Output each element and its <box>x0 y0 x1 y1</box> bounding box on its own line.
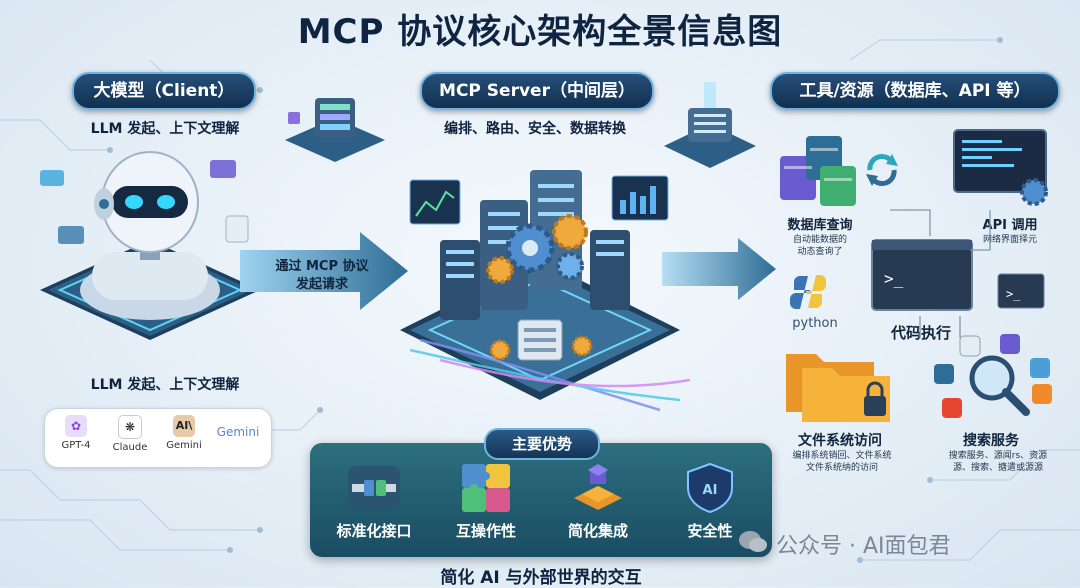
client-pill: 大模型（Client） <box>72 72 256 110</box>
advantage-label-4: 安全性 <box>687 522 733 540</box>
api-sub: 网络界面择元 <box>982 235 1037 245</box>
llm-logos-panel: ✿ GPT-4 ❋ Claude AI\ Gemini Gemini <box>44 408 272 468</box>
advantage-label-1: 标准化接口 <box>336 522 412 540</box>
terminal-small-icon: >_ <box>997 273 1045 309</box>
watermark-text: 公众号 · AI面包君 <box>776 534 951 559</box>
tools-connector-lines <box>890 209 991 338</box>
database-icon <box>780 136 856 206</box>
server-illustration <box>400 170 691 412</box>
terminal-icon: >_ <box>871 239 973 311</box>
svg-text:>_: >_ <box>1006 287 1021 301</box>
arrow-label: 通过 MCP 协议 发起请求 <box>262 258 382 294</box>
svg-text:>_: >_ <box>884 269 904 288</box>
shield-ai-icon: AI <box>687 462 733 514</box>
python-icon <box>790 275 826 309</box>
file-sub-line1: 编排系统销回、文件系统 <box>792 451 892 461</box>
floating-server-left <box>285 98 385 162</box>
db-label: 数据库查询 <box>787 218 853 233</box>
plug-connector-icon <box>348 466 400 510</box>
arrow-label-line2: 发起请求 <box>295 277 348 292</box>
sync-icon <box>866 154 898 186</box>
wechat-icon <box>739 531 767 552</box>
search-sub: 搜索服务、源闻rs、资源 源、搜索、搪遣或源源 <box>928 450 1068 474</box>
logo-gpt4-label: GPT-4 <box>61 440 91 451</box>
page-title: MCP 协议核心架构全景信息图 <box>297 12 783 52</box>
client-subtitle-top: LLM 发起、上下文理解 <box>90 121 240 137</box>
advantage-simplified-integration: 简化集成 <box>544 458 652 550</box>
advantage-label-2: 互操作性 <box>455 522 516 540</box>
arrow-label-line1: 通过 MCP 协议 <box>275 259 369 274</box>
file-sub: 编排系统销回、文件系统 文件系统纳的访问 <box>772 450 912 474</box>
advantage-security: AI 安全性 <box>656 458 764 550</box>
floating-server-right <box>664 82 756 168</box>
db-sub-line1: 自动能数据的 <box>792 235 847 245</box>
gpt4-icon: ✿ <box>65 415 87 437</box>
puzzle-icon <box>462 464 510 512</box>
advantages-title: 主要优势 <box>484 428 600 460</box>
search-sub-line1: 搜索服务、源闻rs、资源 <box>948 451 1048 461</box>
shield-ai-text: AI <box>703 483 718 498</box>
logo-claude-label: Claude <box>112 442 148 453</box>
db-sub-line2: 动态查询了 <box>797 247 843 257</box>
anthropic-icon: AI\ <box>173 415 195 437</box>
file-sub-line2: 文件系统纳的访问 <box>805 463 878 473</box>
search-sub-line2: 源、搜索、搪遣或源源 <box>952 463 1043 473</box>
logo-gemini-a: AI\ Gemini <box>159 415 209 451</box>
logo-gemini-a-label: Gemini <box>166 440 202 451</box>
advantage-interoperability: 互操作性 <box>432 458 540 550</box>
api-label: API 调用 <box>982 218 1038 233</box>
client-subtitle-bottom: LLM 发起、上下文理解 <box>90 377 240 393</box>
logo-gpt4: ✿ GPT-4 <box>51 415 101 451</box>
response-arrow <box>662 238 776 300</box>
robot-illustration <box>40 151 260 340</box>
db-sub: 自动能数据的 动态查询了 <box>770 234 870 258</box>
logo-gemini-b: Gemini <box>213 425 263 439</box>
search-label: 搜索服务 <box>963 433 1019 449</box>
request-arrow <box>240 232 408 310</box>
logo-claude: ❋ Claude <box>105 415 155 453</box>
advantage-label-3: 简化集成 <box>567 522 628 540</box>
folder-icon <box>786 354 890 422</box>
server-subtitle: 编排、路由、安全、数据转换 <box>444 121 626 137</box>
advantage-standard-interface: 标准化接口 <box>320 458 428 550</box>
cube-stack-icon <box>574 464 622 510</box>
search-magnifier-icon <box>934 334 1052 418</box>
api-screen-icon <box>953 129 1048 206</box>
server-pill: MCP Server（中间层） <box>420 72 654 110</box>
code-label: 代码执行 <box>890 324 951 342</box>
claude-icon: ❋ <box>118 415 142 439</box>
logo-gemini-b-label: Gemini <box>216 425 260 439</box>
python-label: python <box>792 316 838 331</box>
tools-pill: 工具/资源（数据库、API 等） <box>770 72 1060 110</box>
bottom-caption: 简化 AI 与外部世界的交互 <box>440 568 642 588</box>
file-label: 文件系统访问 <box>798 433 882 449</box>
